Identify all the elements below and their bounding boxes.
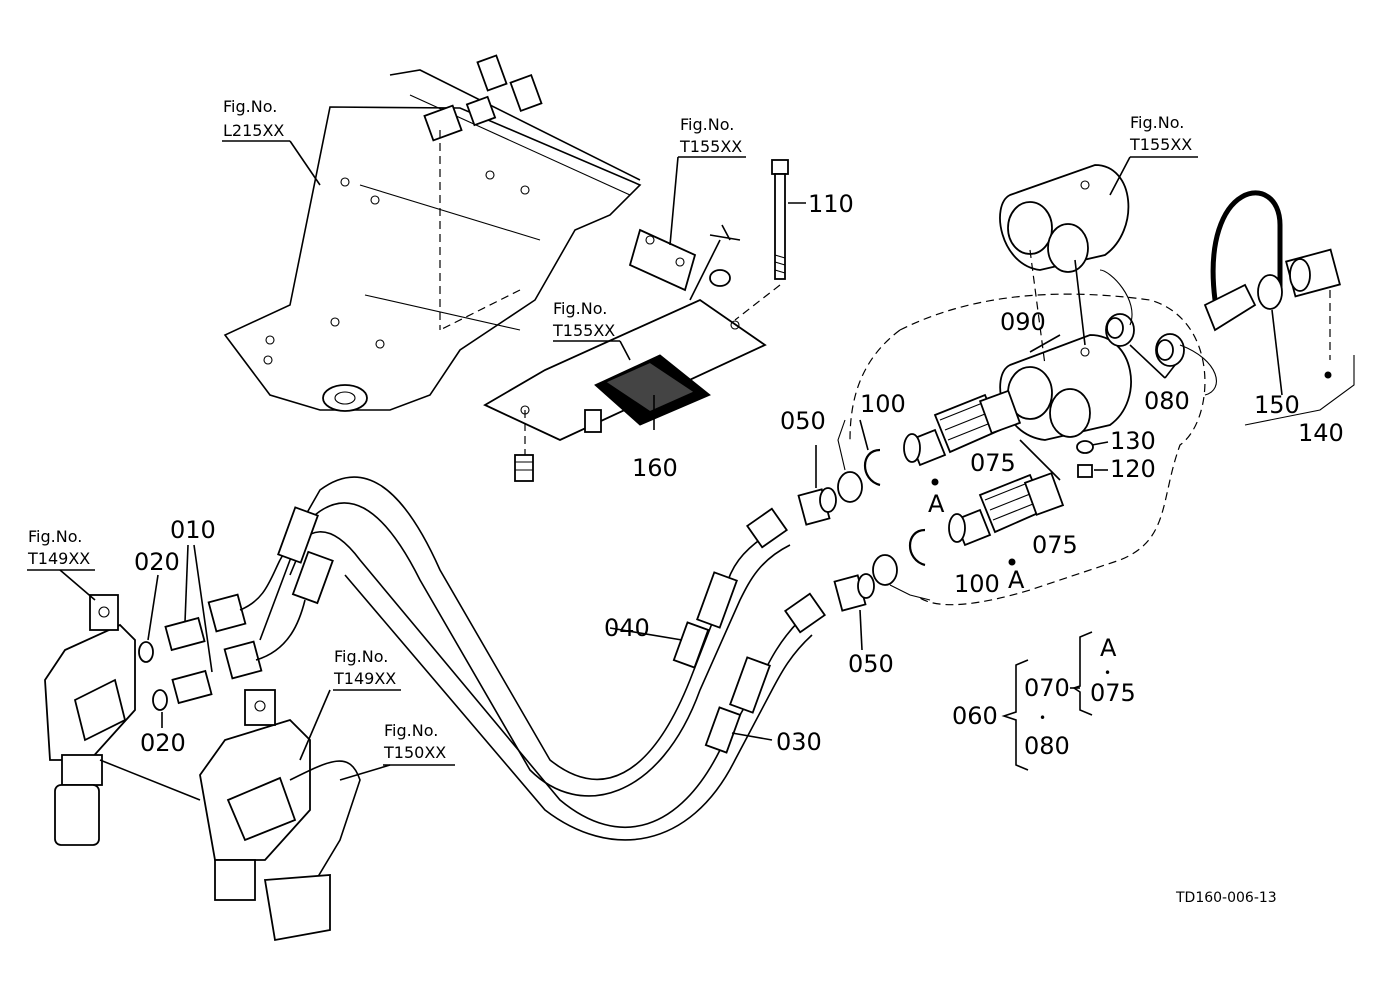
fig-ref-t149-left-line1: Fig.No. xyxy=(28,527,82,546)
fig-ref-t155-mid-line2: T155XX xyxy=(552,321,615,340)
ref-marker-a-bottom: A xyxy=(1008,566,1025,594)
part-label-100-bottom: 100 xyxy=(954,570,1000,598)
legend-060: 060 xyxy=(952,702,998,730)
holder-t155-right xyxy=(999,164,1130,273)
part-label-075-top: 075 xyxy=(970,449,1016,477)
part-label-090: 090 xyxy=(1000,308,1046,336)
part-label-100-top: 100 xyxy=(860,390,906,418)
coupler-075-bottom xyxy=(948,472,1065,566)
part-label-010: 010 xyxy=(170,516,216,544)
assembly-boundary xyxy=(899,293,1206,606)
hose-040 xyxy=(279,476,791,797)
legend-dot-1: • xyxy=(1039,711,1046,725)
legend-dot-2: • xyxy=(1104,666,1111,680)
snap-rings-100 xyxy=(837,419,931,601)
legend-080: 080 xyxy=(1024,732,1070,760)
part-label-080: 080 xyxy=(1144,387,1190,415)
nuts-120-130 xyxy=(1076,440,1109,478)
fig-ref-t150-line1: Fig.No. xyxy=(384,721,438,740)
fig-ref-t155-top-line1: Fig.No. xyxy=(680,115,734,134)
hose-030 xyxy=(259,531,826,841)
fig-ref-t155-mid-line1: Fig.No. xyxy=(553,299,607,318)
ref-marker-a-top: A xyxy=(928,490,945,518)
floor-panel xyxy=(223,54,642,412)
fittings-010 xyxy=(138,544,213,728)
fig-ref-t155-right-line2: T155XX xyxy=(1129,135,1192,154)
part-label-140: 140 xyxy=(1298,419,1344,447)
adapter-050-top xyxy=(797,445,837,526)
part-label-050-bottom: 050 xyxy=(848,650,894,678)
legend-a: A xyxy=(1100,634,1117,662)
leader-lines xyxy=(27,140,1198,766)
fig-ref-t149-mid-line1: Fig.No. xyxy=(334,647,388,666)
fig-ref-t149-left-line2: T149XX xyxy=(27,549,90,568)
fig-ref-t149-mid-line2: T149XX xyxy=(333,669,396,688)
fig-ref-l215-line2: L215XX xyxy=(223,121,284,140)
assembly-legend: 060 070 • 080 A • 075 xyxy=(952,631,1136,771)
fig-ref-t155-top-line2: T155XX xyxy=(679,137,742,156)
part-label-020-top: 020 xyxy=(134,548,180,576)
control-valve-middle xyxy=(99,689,391,942)
part-label-110: 110 xyxy=(808,190,854,218)
part-label-050-top: 050 xyxy=(780,407,826,435)
part-label-150: 150 xyxy=(1254,391,1300,419)
legend-070: 070 xyxy=(1024,674,1070,702)
part-label-020-bottom: 020 xyxy=(140,729,186,757)
fig-ref-l215-line1: Fig.No. xyxy=(223,97,277,116)
drawing-code: TD160-006-13 xyxy=(1175,890,1277,906)
coupler-075-top xyxy=(903,389,1022,486)
adapter-050-bottom xyxy=(833,573,875,651)
fig-ref-t150-line2: T150XX xyxy=(383,743,446,762)
bracket-t155-top xyxy=(628,224,741,301)
part-label-120: 120 xyxy=(1110,455,1156,483)
shackle-150 xyxy=(1203,190,1283,396)
assembly-boundary-left xyxy=(849,329,901,441)
control-valve-left xyxy=(44,569,136,846)
dust-caps-080 xyxy=(1099,269,1217,396)
part-label-160: 160 xyxy=(632,454,678,482)
plate-160 xyxy=(483,298,767,482)
part-label-040: 040 xyxy=(604,614,650,642)
coupler-140 xyxy=(1244,248,1355,426)
part-label-130: 130 xyxy=(1110,427,1156,455)
fig-ref-t155-right-line1: Fig.No. xyxy=(1130,113,1184,132)
bolt-110 xyxy=(734,159,806,321)
part-label-075-bottom: 075 xyxy=(1032,531,1078,559)
hose-ends-left xyxy=(207,506,334,680)
part-label-030: 030 xyxy=(776,728,822,756)
holder-090 xyxy=(999,334,1132,441)
legend-075: 075 xyxy=(1090,679,1136,707)
